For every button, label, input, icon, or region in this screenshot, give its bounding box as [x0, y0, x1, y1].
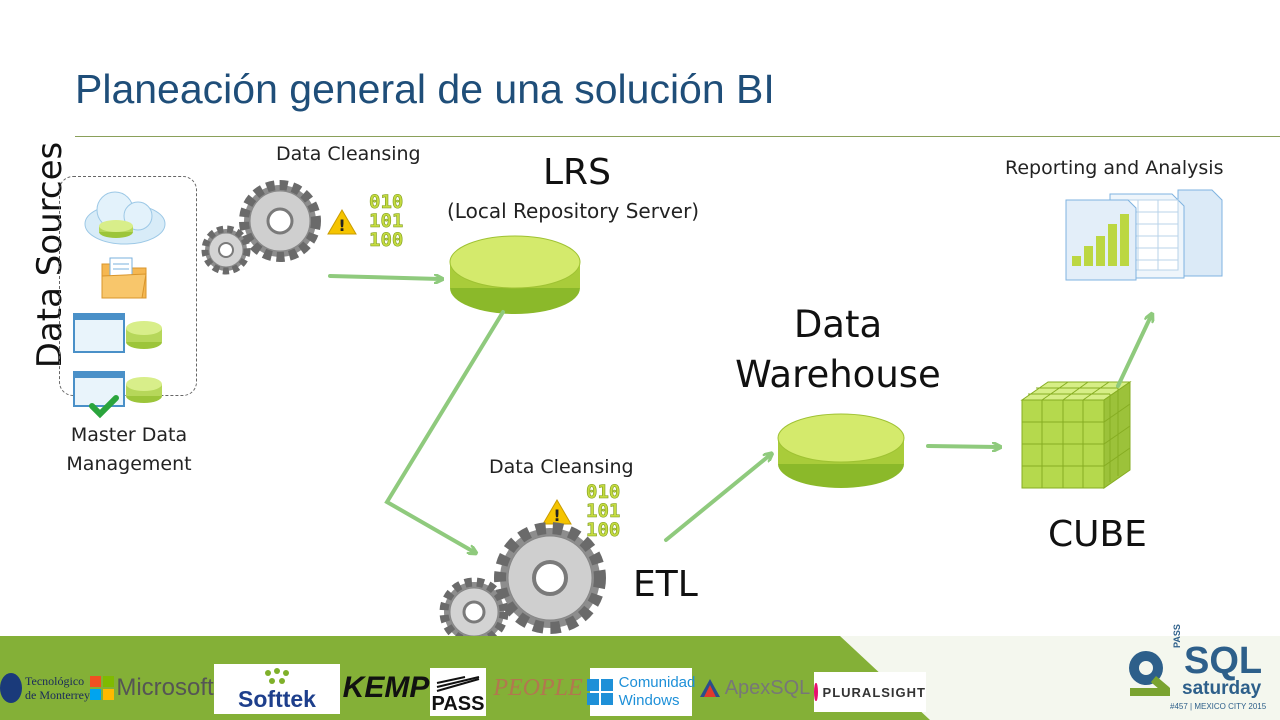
arrow-lrs-to-etl	[384, 310, 505, 552]
dw-database-icon	[777, 413, 905, 488]
warning-glyph-bottom: !	[553, 506, 560, 525]
pass-lines-icon	[436, 676, 480, 692]
gears-icon-etl	[439, 522, 606, 647]
warning-icon-top: !	[327, 209, 357, 235]
app-database-icon	[73, 313, 162, 353]
sponsor-pass: PASS	[430, 668, 486, 716]
sqlsaturday-edition: #457 | MEXICO CITY 2015	[1170, 702, 1267, 711]
binary-row-3-bottom: 100	[586, 519, 620, 541]
sponsor-softtek: Softtek	[214, 664, 340, 714]
cube-icon	[1020, 381, 1132, 489]
sponsor-apexsql: ApexSQL	[698, 664, 810, 712]
sponsor-pass-name: PASS	[431, 693, 485, 715]
softtek-dots-icon	[265, 668, 289, 684]
dw-label-line2: Warehouse	[735, 353, 941, 396]
pluralsight-logo-icon	[814, 683, 818, 701]
binary-row-2: 101	[369, 210, 403, 232]
app-database-verified-icon	[73, 371, 162, 419]
lrs-subtitle: (Local Repository Server)	[447, 199, 700, 223]
sponsor-kemp: KEMP	[342, 671, 430, 704]
apexsql-logo-icon	[699, 679, 720, 697]
binary-row-1: 010	[369, 191, 403, 213]
sponsor-softtek-name: Softtek	[238, 686, 316, 712]
sponsor-pluralsight-name: PLURALSIGHT	[822, 684, 926, 700]
sqlsaturday-logo: PASS SQL saturday #457 | MEXICO CITY 201…	[1126, 624, 1276, 714]
tec-seal-icon	[0, 673, 22, 703]
binary-row-3: 100	[369, 229, 403, 251]
lrs-title: LRS	[543, 152, 611, 193]
microsoft-logo-icon	[90, 676, 115, 700]
title-divider	[75, 136, 1280, 137]
binary-row-2-bottom: 101	[586, 500, 620, 522]
binary-icon-bottom: 010 101 100	[586, 481, 621, 542]
lrs-database-icon	[449, 235, 581, 314]
dw-label: Data Warehouse	[718, 300, 958, 400]
binary-icon-top: 010 101 100	[369, 191, 404, 252]
sponsor-tec-line2: de Monterrey	[25, 688, 90, 702]
binary-row-1-bottom: 010	[586, 481, 620, 503]
slide-title: Planeación general de una solución BI	[75, 66, 775, 112]
arrow-dw-to-cube	[926, 446, 998, 447]
sponsor-tec-line1: Tecnológico	[25, 674, 85, 688]
sponsor-pluralsight: PLURALSIGHT	[814, 672, 926, 712]
data-cleansing-top-label: Data Cleansing	[276, 143, 421, 165]
cloud-database-icon	[84, 191, 166, 245]
dw-label-line1: Data	[793, 303, 883, 346]
warning-glyph-top: !	[338, 216, 345, 235]
data-cleansing-bottom-label: Data Cleansing	[489, 456, 634, 478]
sqlsaturday-saturday: saturday	[1182, 678, 1262, 699]
cube-label: CUBE	[1048, 514, 1147, 555]
sqlsaturday-key-icon	[1129, 651, 1170, 696]
windows-logo-icon	[586, 679, 613, 705]
gears-icon-top	[201, 180, 321, 275]
sponsor-people: PEOPLE	[493, 674, 583, 701]
sponsor-microsoft: Microsoft	[90, 664, 214, 712]
etl-label: ETL	[633, 564, 698, 605]
sponsor-comunidad-windows: Comunidad Windows	[586, 668, 695, 716]
folder-icon	[101, 257, 147, 299]
sponsor-windows-line1: Comunidad	[618, 674, 696, 691]
report-documents-icon	[1065, 189, 1223, 281]
arrow-sources-to-lrs	[328, 276, 440, 279]
reporting-label: Reporting and Analysis	[1005, 157, 1224, 179]
arrow-etl-to-dw	[664, 455, 770, 542]
sponsor-apexsql-name: ApexSQL	[724, 676, 811, 699]
master-data-label: Master Data Management	[40, 421, 218, 479]
master-data-label-line1: Master Data	[70, 424, 188, 446]
sponsor-microsoft-name: Microsoft	[116, 674, 214, 701]
master-data-label-line2: Management	[66, 453, 192, 475]
arrow-cube-to-reporting	[1116, 316, 1151, 388]
sponsor-windows-line2: Windows	[618, 692, 680, 709]
sponsor-tec-monterrey: Tecnológico de Monterrey	[0, 664, 92, 712]
sqlsaturday-pass: PASS	[1172, 624, 1182, 648]
sqlsaturday-sql: SQL	[1184, 640, 1263, 682]
